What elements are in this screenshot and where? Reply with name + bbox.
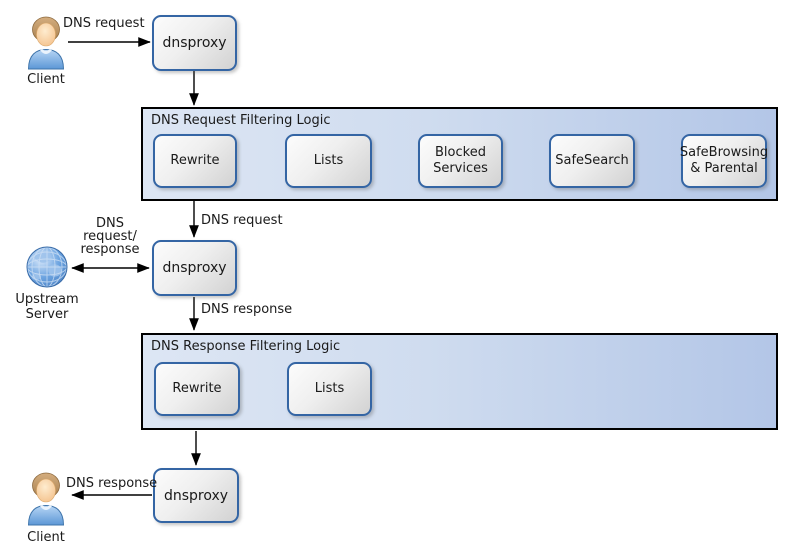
edge-label-dns-response-mid: DNS response xyxy=(201,302,293,317)
dnsproxy-top-node: dnsproxy xyxy=(152,15,237,71)
upstream-server-caption: Upstream Server xyxy=(15,292,79,322)
client-top-caption: Client xyxy=(27,72,65,87)
edge-label-dns-request-response: DNS request/ response xyxy=(80,216,140,257)
request-filtering-container: DNS Request Filtering Logic Rewrite List… xyxy=(141,107,778,201)
request-filter-box-rewrite: Rewrite xyxy=(153,134,237,188)
blocked-services-label: Blocked Services xyxy=(433,145,488,176)
request-filter-box-blocked-services: Blocked Services xyxy=(418,134,503,188)
lists-label: Lists xyxy=(313,153,344,168)
safesearch-label: SafeSearch xyxy=(555,153,629,168)
request-filtering-title: DNS Request Filtering Logic xyxy=(151,113,331,128)
dnsproxy-top-label: dnsproxy xyxy=(162,35,227,51)
client-bottom-caption: Client xyxy=(27,530,65,545)
request-filter-box-safebrowsing: SafeBrowsing & Parental xyxy=(679,134,769,188)
lists2-label: Lists xyxy=(314,381,345,396)
response-filter-box-rewrite: Rewrite xyxy=(154,362,240,416)
dnsproxy-middle-node: dnsproxy xyxy=(152,240,237,296)
dnsproxy-middle-label: dnsproxy xyxy=(162,260,227,276)
request-filter-box-safesearch: SafeSearch xyxy=(549,134,635,188)
response-filter-box-lists: Lists xyxy=(287,362,372,416)
response-filtering-title: DNS Response Filtering Logic xyxy=(151,339,341,354)
globe-icon xyxy=(26,246,68,288)
response-filtering-container: DNS Response Filtering Logic Rewrite Lis… xyxy=(141,333,778,430)
safebrowsing-label: SafeBrowsing & Parental xyxy=(679,145,769,176)
dnsproxy-bottom-label: dnsproxy xyxy=(163,487,229,504)
person-icon xyxy=(27,472,65,526)
edge-label-dns-request-mid: DNS request xyxy=(201,213,283,228)
rewrite-label: Rewrite xyxy=(170,153,220,168)
rewrite2-label: Rewrite xyxy=(172,381,222,396)
edge-label-dns-response-bottom: DNS response xyxy=(66,476,158,491)
person-icon xyxy=(27,16,65,70)
edge-label-dns-request-top: DNS request xyxy=(63,16,145,31)
dnsproxy-bottom-node: dnsproxy xyxy=(153,468,239,523)
request-filter-box-lists: Lists xyxy=(285,134,372,188)
